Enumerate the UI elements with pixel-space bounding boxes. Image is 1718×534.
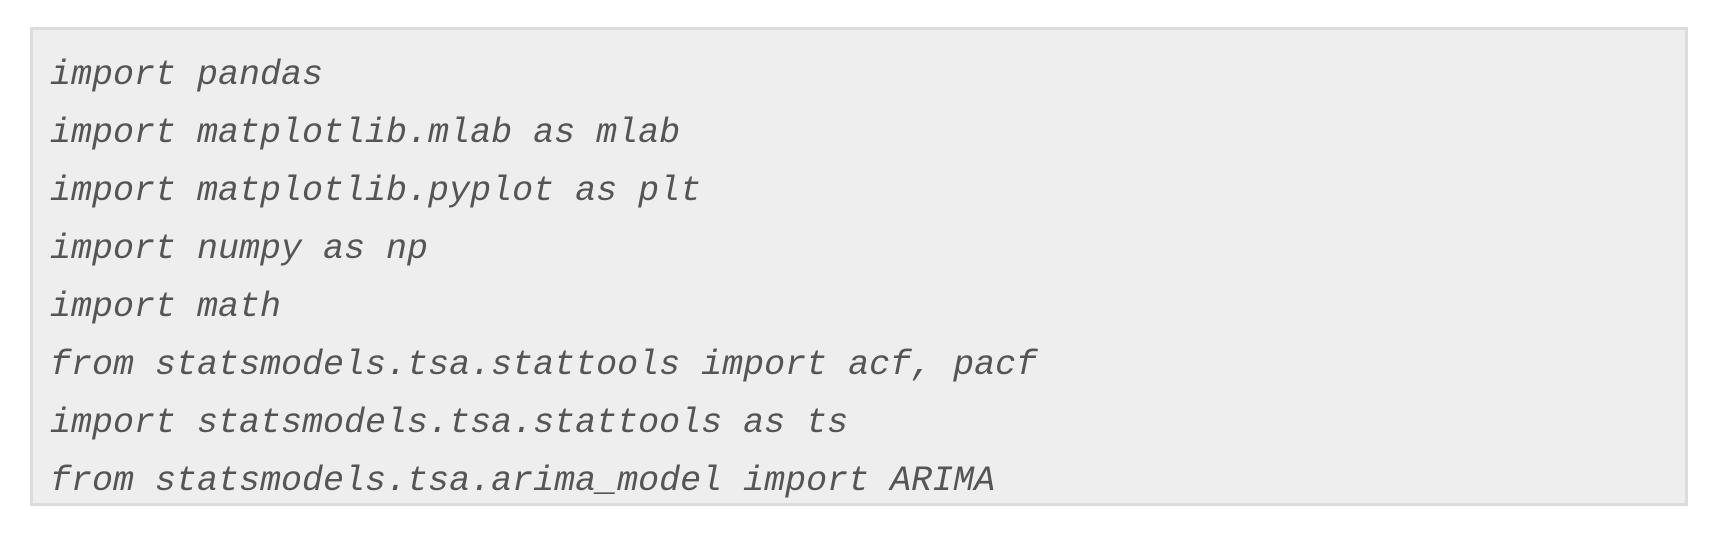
- code-line: from statsmodels.tsa.stattools import ac…: [50, 345, 1038, 385]
- code-line: import math: [50, 287, 282, 327]
- code-line: import matplotlib.mlab as mlab: [50, 113, 681, 153]
- code-line: import matplotlib.pyplot as plt: [50, 171, 702, 211]
- code-line: import statsmodels.tsa.stattools as ts: [50, 403, 849, 443]
- code-line: from statsmodels.tsa.arima_model import …: [50, 461, 996, 501]
- code-block: import pandas import matplotlib.mlab as …: [30, 27, 1688, 506]
- code-line: import pandas: [50, 55, 324, 95]
- code-line: import numpy as np: [50, 229, 429, 269]
